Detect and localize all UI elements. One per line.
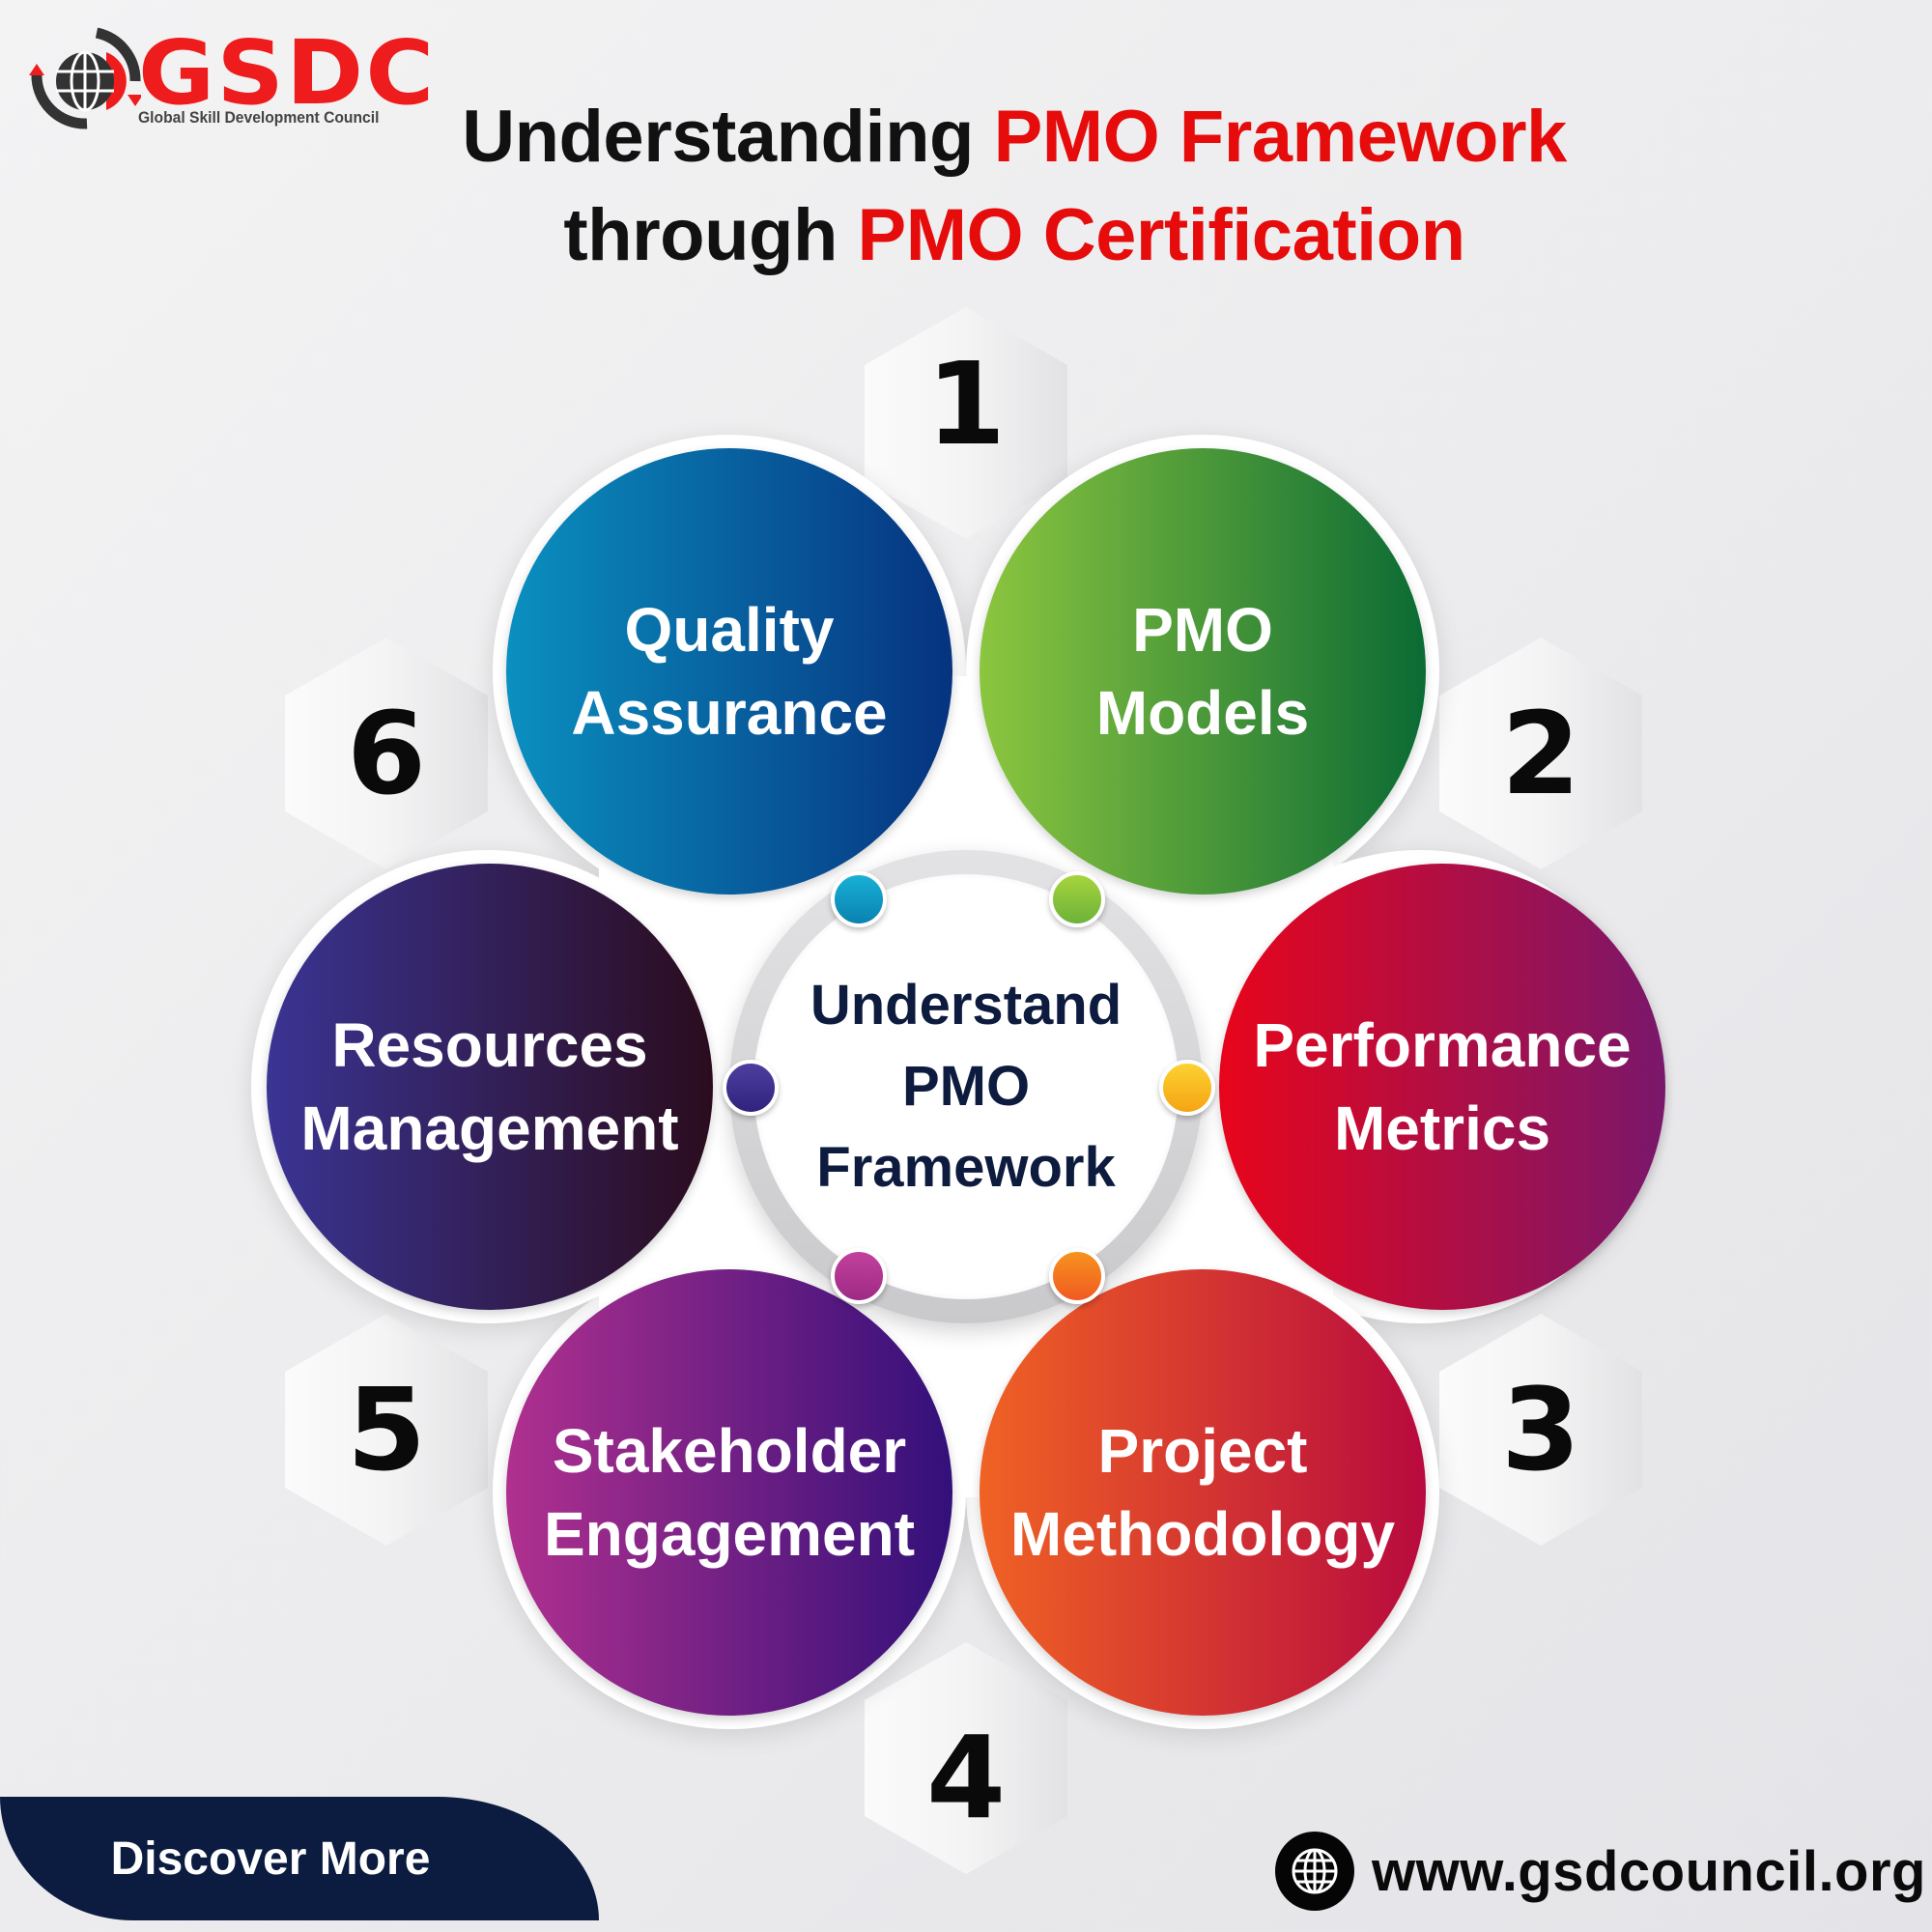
hex-badge-1-front: 1 bbox=[865, 307, 1067, 500]
topic-label-line2: Assurance bbox=[571, 678, 888, 748]
connector-dot-magenta bbox=[831, 1248, 887, 1304]
title-highlight: PMO Certification bbox=[857, 194, 1466, 276]
topic-label-line2: Engagement bbox=[543, 1499, 916, 1569]
logo-wordmark: GSDC bbox=[138, 21, 437, 125]
hex-badge-3: 3 bbox=[1439, 1314, 1642, 1546]
page-title-line2: through PMO Certification bbox=[48, 187, 1932, 284]
center-line3: Framework bbox=[816, 1136, 1116, 1199]
step-number: 1 bbox=[925, 337, 1007, 470]
title-text: Understanding bbox=[462, 96, 994, 178]
topic-label-line2: Management bbox=[300, 1094, 679, 1163]
center-line2: PMO bbox=[901, 1055, 1031, 1118]
step-number: 6 bbox=[346, 687, 427, 820]
website-link[interactable]: www.gsdcouncil.org bbox=[1275, 1831, 1926, 1912]
page-title-line1: Understanding PMO Framework bbox=[48, 89, 1932, 185]
title-highlight: PMO Framework bbox=[993, 96, 1568, 178]
hex-badge-6: 6 bbox=[285, 638, 488, 869]
topic-label-line1: Quality bbox=[624, 595, 835, 665]
connector-dot-orange bbox=[1049, 1248, 1105, 1304]
globe-logo-icon bbox=[29, 27, 141, 129]
topic-label-line1: Resources bbox=[331, 1010, 648, 1080]
logo-tagline: Global Skill Development Council bbox=[138, 108, 380, 127]
topic-label-line1: Project bbox=[1097, 1416, 1308, 1486]
center-hub: Understand PMO Framework bbox=[753, 874, 1179, 1299]
gsdc-logo: GSDC Global Skill Development Council bbox=[27, 25, 434, 131]
discover-more-button[interactable]: Discover More bbox=[0, 1797, 599, 1920]
hex-badge-2: 2 bbox=[1439, 638, 1642, 869]
globe-icon bbox=[1275, 1832, 1354, 1911]
discover-more-label: Discover More bbox=[110, 1833, 431, 1885]
topic-label-line2: Methodology bbox=[1009, 1499, 1396, 1569]
connector-dot-teal bbox=[831, 871, 887, 927]
topic-label-line2: Models bbox=[1095, 678, 1310, 748]
topic-label-line1: Performance bbox=[1253, 1010, 1632, 1080]
title-text: through bbox=[563, 194, 858, 276]
step-number: 2 bbox=[1500, 687, 1581, 820]
connector-dot-yellow bbox=[1159, 1060, 1215, 1116]
step-number: 3 bbox=[1500, 1363, 1581, 1496]
website-url: www.gsdcouncil.org bbox=[1372, 1839, 1926, 1903]
step-number: 5 bbox=[346, 1363, 427, 1496]
step-number: 4 bbox=[925, 1711, 1007, 1844]
hex-badge-4-front: 4 bbox=[865, 1681, 1067, 1874]
connector-dot-green bbox=[1049, 871, 1105, 927]
center-line1: Understand bbox=[810, 974, 1122, 1037]
topic-pmo-models[interactable]: PMO Models bbox=[980, 448, 1426, 895]
connector-dot-indigo bbox=[723, 1060, 779, 1116]
topic-label-line1: PMO bbox=[1132, 595, 1273, 665]
hex-badge-5: 5 bbox=[285, 1314, 488, 1546]
topic-label-line2: Metrics bbox=[1333, 1094, 1551, 1163]
topic-label-line1: Stakeholder bbox=[552, 1416, 907, 1486]
